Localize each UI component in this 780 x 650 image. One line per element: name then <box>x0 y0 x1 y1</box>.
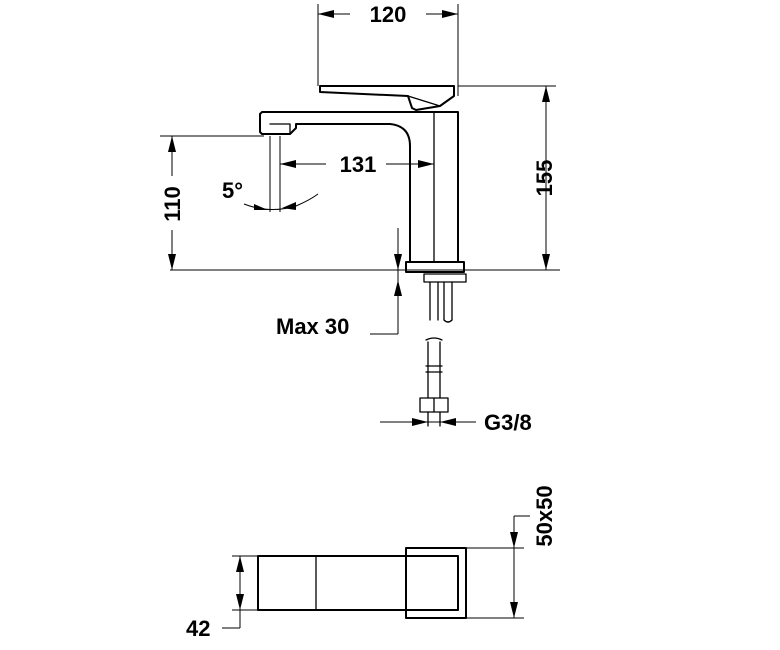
dimension-155: 155 <box>458 85 557 270</box>
dim-label-120: 120 <box>370 2 407 27</box>
dim-label-110: 110 <box>160 186 185 222</box>
top-view-body <box>257 555 459 611</box>
side-view <box>170 85 560 427</box>
dimension-thread: G3/8 <box>380 410 532 435</box>
dimension-50x50: 50x50 <box>466 485 557 619</box>
base-plate <box>405 261 465 273</box>
dimension-42: 42 <box>186 555 258 641</box>
dimension-angle: 5° <box>222 136 319 212</box>
dim-label-42: 42 <box>186 616 210 641</box>
dimension-110: 110 <box>160 135 264 270</box>
dim-label-thread: G3/8 <box>484 410 532 435</box>
dimension-131: 131 <box>279 136 434 212</box>
dim-label-50x50: 50x50 <box>532 485 557 546</box>
top-view-base <box>405 547 467 619</box>
spout <box>259 111 434 262</box>
dimension-120: 120 <box>317 0 459 96</box>
dim-label-angle: 5° <box>222 178 243 203</box>
dimension-max-30: Max 30 <box>276 228 402 339</box>
fixing-flange <box>423 273 467 283</box>
dim-label-131: 131 <box>340 152 377 177</box>
faucet-body <box>434 111 459 263</box>
dim-label-max-30: Max 30 <box>276 314 349 339</box>
dim-label-155: 155 <box>532 160 557 197</box>
lever-handle <box>319 85 455 111</box>
top-view <box>257 547 467 619</box>
